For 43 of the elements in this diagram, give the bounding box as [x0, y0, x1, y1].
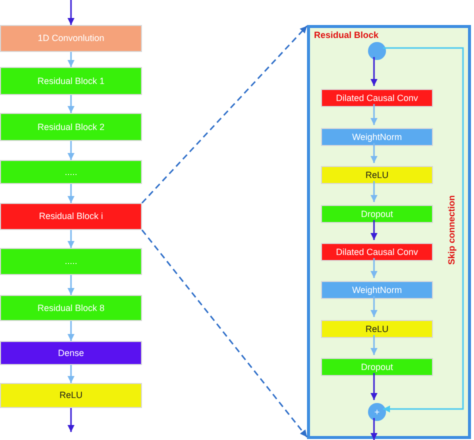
arrow	[370, 418, 378, 440]
arrow	[68, 408, 74, 432]
arrow	[68, 230, 74, 248]
layer-box: 1D Convonlution	[0, 25, 142, 52]
layer-box: Dense	[0, 341, 142, 365]
layer-box: Residual Block 8	[0, 295, 142, 321]
dashed-arrow	[141, 25, 308, 204]
arrow	[68, 275, 74, 295]
layer-box: Dropout	[321, 358, 433, 376]
arrow	[370, 258, 378, 278]
arrow	[370, 335, 378, 355]
layer-box: Residual Block i	[0, 203, 142, 230]
dashed-arrow	[141, 230, 308, 438]
arrow	[68, 95, 74, 113]
arrow	[370, 181, 378, 202]
residual-block-panel	[307, 25, 471, 439]
arrow	[68, 141, 74, 160]
layer-box: .....	[0, 248, 142, 275]
arrow	[68, 184, 74, 203]
layer-box: WeightNorm	[321, 281, 433, 299]
layer-box: Residual Block 2	[0, 113, 142, 141]
arrow	[68, 52, 74, 67]
layer-box: ReLU	[321, 320, 433, 338]
arrow	[370, 143, 378, 163]
arrow	[68, 0, 74, 25]
edge-label: Skip connection	[448, 195, 456, 265]
arrow	[370, 220, 378, 240]
arrow	[370, 104, 378, 125]
arrow	[68, 365, 74, 383]
arrow	[370, 373, 378, 400]
layer-box: Dilated Causal Conv	[321, 89, 433, 107]
layer-box: Dilated Causal Conv	[321, 243, 433, 261]
arrow	[370, 57, 378, 86]
layer-box: .....	[0, 160, 142, 184]
layer-box: WeightNorm	[321, 128, 433, 146]
panel-title: Residual Block	[314, 31, 379, 40]
arrow	[68, 321, 74, 341]
layer-box: Residual Block 1	[0, 67, 142, 95]
layer-box: ReLU	[321, 166, 433, 184]
layer-box: Dropout	[321, 205, 433, 223]
arrow	[370, 296, 378, 317]
arrow	[383, 47, 464, 412]
layer-box: ReLU	[0, 383, 142, 408]
